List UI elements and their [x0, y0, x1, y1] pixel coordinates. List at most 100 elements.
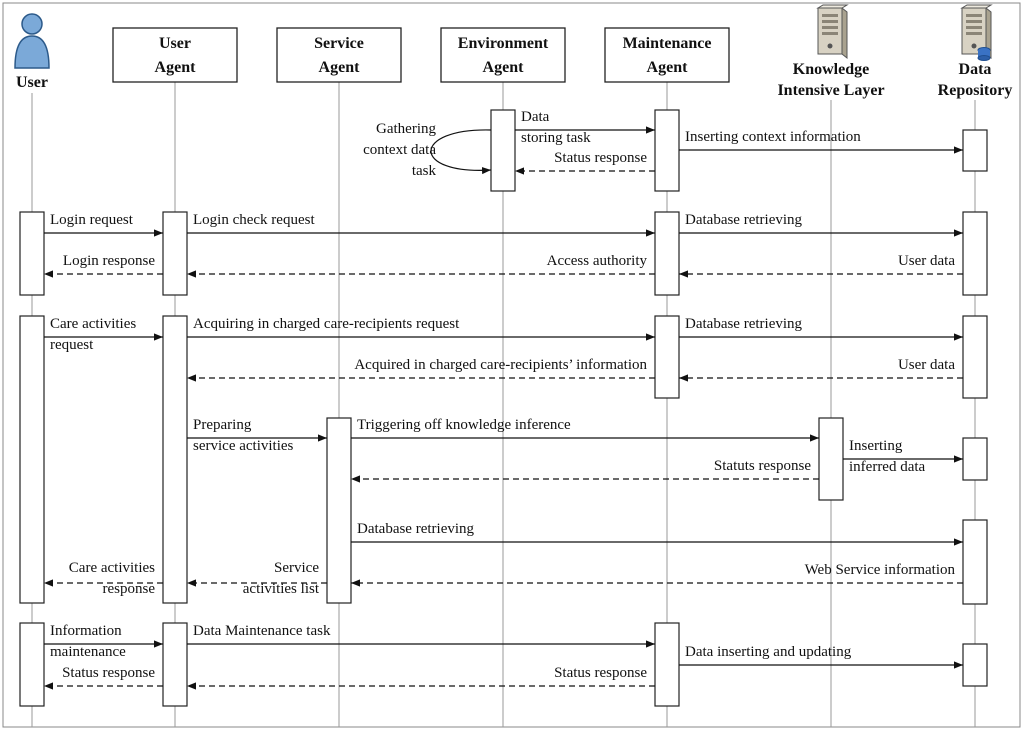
message-label: Triggering off knowledge inference — [357, 417, 571, 433]
message-label: Login request — [50, 212, 134, 228]
message-label: Access authority — [547, 253, 648, 269]
participant-label-ua-line2: Agent — [155, 59, 197, 76]
message-9: Login response — [44, 253, 163, 278]
message-label: User data — [898, 253, 955, 269]
message-label: Inserting context information — [685, 129, 861, 145]
activation-bar-ua — [162, 622, 188, 707]
message-label: inferred data — [849, 459, 926, 475]
message-5: Login check request — [187, 212, 655, 237]
message-label: Status response — [554, 665, 647, 681]
message-12: Database retrieving — [679, 316, 963, 341]
message-17: Inserting inferred data — [843, 438, 963, 475]
message-label: Status response — [554, 150, 647, 166]
participant-label-ma-line2: Agent — [647, 59, 689, 76]
activation-bar-ma — [654, 622, 680, 707]
message-26: Status response — [187, 665, 655, 690]
message-label: Data inserting and updating — [685, 644, 852, 660]
message-21: Service activities list — [187, 560, 327, 597]
activation-bar-ua — [162, 211, 188, 296]
activation-bar-sa — [326, 417, 352, 604]
message-arrow — [430, 129, 492, 175]
participant-label-sa-line2: Agent — [319, 59, 361, 76]
participant-label-ua: User — [159, 35, 191, 52]
message-13: User data — [679, 357, 963, 382]
message-23: Information maintenance — [44, 623, 163, 660]
participant-label-dr: Data — [959, 61, 992, 78]
participant-label-dr-line2: Repository — [938, 82, 1013, 99]
message-label: Login response — [63, 253, 155, 269]
activation-bar-ua — [162, 315, 188, 604]
participant-label-ea: Environment — [458, 35, 549, 52]
participant-label-kil-line2: Intensive Layer — [777, 82, 884, 99]
message-6: Database retrieving — [679, 212, 963, 237]
activation-bar-ea — [490, 109, 516, 192]
message-label: Service — [274, 560, 319, 576]
message-label: context data — [363, 142, 436, 158]
activation-bar-ma — [654, 109, 680, 192]
message-label: Care activities — [50, 316, 136, 332]
activation-bar-user — [19, 315, 45, 604]
message-label: maintenance — [50, 644, 126, 660]
message-label: Data — [521, 109, 550, 125]
participant-label-kil: Knowledge — [793, 61, 869, 78]
message-label: Data Maintenance task — [193, 623, 331, 639]
message-4: Login request — [44, 212, 163, 237]
database-server-icon — [960, 4, 993, 61]
activation-bar-dr — [962, 437, 988, 481]
activation-bar-user — [19, 211, 45, 296]
message-label: service activities — [193, 438, 294, 454]
activation-bar-dr — [962, 519, 988, 605]
message-16: Triggering off knowledge inference — [351, 417, 819, 442]
message-20: Web Service information — [351, 562, 963, 587]
message-label: Inserting — [849, 438, 903, 454]
message-18: Statuts response — [351, 458, 819, 483]
message-2: Inserting context information — [679, 129, 963, 154]
message-label: Information — [50, 623, 122, 639]
message-27: Status response — [44, 665, 163, 690]
message-label: Preparing — [193, 417, 252, 433]
message-8: Access authority — [187, 253, 655, 278]
message-label: Care activities — [69, 560, 155, 576]
message-label: Login check request — [193, 212, 315, 228]
message-19: Database retrieving — [351, 521, 963, 546]
message-label: Web Service information — [805, 562, 956, 578]
participant-box-ea — [440, 27, 566, 83]
message-15: Preparing service activities — [187, 417, 327, 454]
message-label: Database retrieving — [685, 316, 803, 332]
message-label: task — [412, 163, 437, 179]
participant-label-ea-line2: Agent — [483, 59, 525, 76]
message-label: activities list — [243, 581, 320, 597]
participant-label-user: User — [16, 74, 48, 91]
message-label: User data — [898, 357, 955, 373]
user-actor-icon — [14, 13, 50, 69]
message-14: Acquired in charged care-recipients’ inf… — [187, 357, 655, 382]
message-label: response — [103, 581, 156, 597]
activation-bar-ma — [654, 315, 680, 399]
message-label: Acquired in charged care-recipients’ inf… — [354, 357, 647, 373]
message-7: User data — [679, 253, 963, 278]
activation-bar-dr — [962, 129, 988, 172]
activation-bar-dr — [962, 211, 988, 296]
message-label: Statuts response — [714, 458, 811, 474]
activation-bar-dr — [962, 315, 988, 399]
activation-bar-user — [19, 622, 45, 707]
activation-bar-dr — [962, 643, 988, 687]
message-25: Data inserting and updating — [679, 644, 963, 669]
activation-bar-ma — [654, 211, 680, 296]
message-label: Status response — [62, 665, 155, 681]
participant-box-ua — [112, 27, 238, 83]
message-22: Care activities response — [44, 560, 163, 597]
participant-label-sa: Service — [314, 35, 364, 52]
message-11: Acquiring in charged care-recipients req… — [187, 316, 655, 341]
participant-box-sa — [276, 27, 402, 83]
participant-label-ma: Maintenance — [623, 35, 712, 52]
message-0: Gathering context data task — [363, 121, 492, 179]
message-label: Database retrieving — [357, 521, 475, 537]
message-label: Gathering — [376, 121, 436, 137]
server-icon — [816, 4, 849, 60]
